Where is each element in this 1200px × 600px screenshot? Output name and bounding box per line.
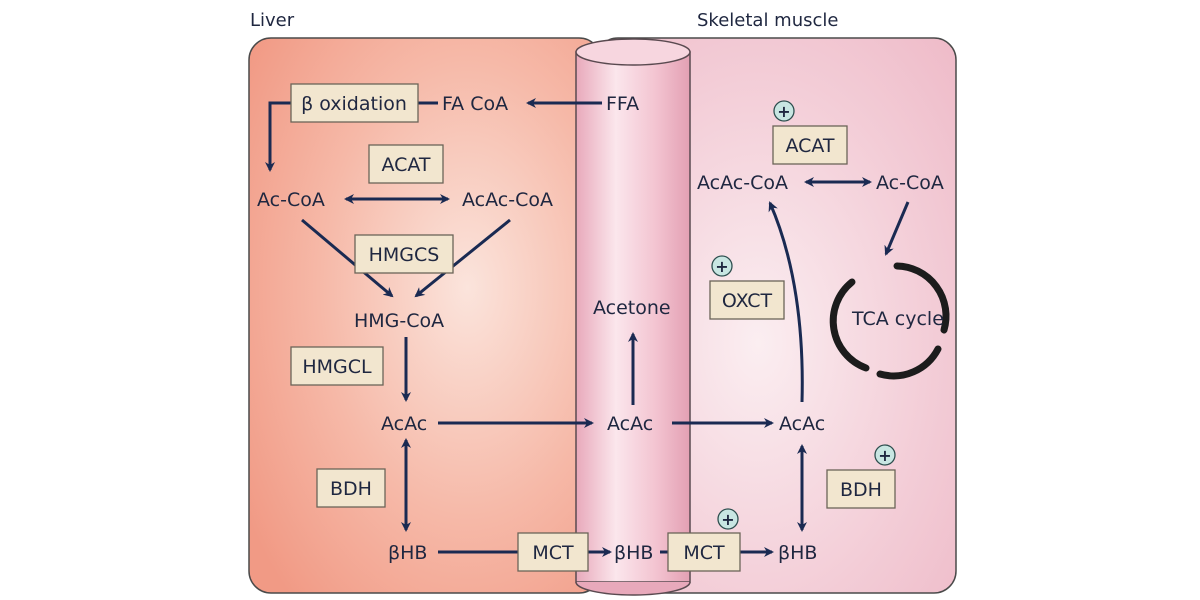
svg-text:+: + [715, 257, 728, 276]
svg-text:+: + [777, 102, 790, 121]
acac-muscle-label: AcAc [779, 413, 825, 435]
svg-text:HMGCL: HMGCL [302, 356, 372, 378]
enzyme-beta-oxidation: β oxidation [290, 83, 419, 123]
fa-coa-label: FA CoA [442, 93, 508, 115]
svg-text:+: + [878, 446, 891, 465]
plus-icon-mct-muscle: + [717, 508, 739, 530]
ac-coa-liver-label: Ac-CoA [257, 189, 325, 211]
hmg-coa-label: HMG-CoA [354, 310, 444, 332]
enzyme-mct-muscle: MCT [667, 532, 741, 572]
blood-vessel [575, 38, 691, 596]
svg-text:+: + [721, 510, 734, 529]
plus-icon-bdh-muscle: + [874, 444, 896, 466]
arrow-acaccoa-to-hmgcoa [414, 218, 511, 298]
arrow-accoa-to-hmgcoa [301, 218, 394, 298]
enzyme-hmgcl: HMGCL [290, 346, 384, 386]
enzyme-bdh-muscle: BDH [826, 469, 896, 509]
ffa-label: FFA [606, 93, 639, 115]
svg-text:β oxidation: β oxidation [301, 93, 407, 115]
arrow-betaox-to-accoa [265, 101, 291, 172]
svg-text:BDH: BDH [840, 479, 882, 501]
acac-blood-label: AcAc [607, 413, 653, 435]
enzyme-hmgcs: HMGCS [354, 234, 454, 274]
svg-text:OXCT: OXCT [722, 290, 773, 312]
liver-label: Liver [250, 10, 295, 31]
svg-text:MCT: MCT [532, 542, 574, 564]
skeletal-muscle-label: Skeletal muscle [697, 10, 838, 31]
enzyme-bdh-liver: BDH [316, 468, 386, 508]
arrow-accoa-to-tca [884, 201, 910, 256]
enzyme-acat-liver: ACAT [368, 144, 444, 184]
plus-icon-acat-muscle: + [773, 100, 795, 122]
svg-text:ACAT: ACAT [381, 154, 430, 176]
svg-text:BDH: BDH [330, 478, 372, 500]
enzyme-oxct: OXCT [709, 280, 785, 320]
enzyme-mct-liver: MCT [517, 532, 589, 572]
bhb-muscle-label: βHB [778, 542, 817, 564]
acac-liver-label: AcAc [381, 413, 427, 435]
acac-coa-muscle-label: AcAc-CoA [697, 172, 788, 194]
svg-text:MCT: MCT [683, 542, 725, 564]
enzyme-acat-muscle: ACAT [772, 125, 848, 165]
tca-cycle-ring [829, 262, 950, 380]
plus-icon-oxct: + [711, 255, 733, 277]
acetone-label: Acetone [593, 297, 671, 319]
bhb-liver-label: βHB [388, 542, 427, 564]
svg-text:HMGCS: HMGCS [369, 244, 440, 266]
acac-coa-liver-label: AcAc-CoA [462, 189, 553, 211]
tca-cycle-label: TCA cycle [851, 308, 944, 330]
ac-coa-muscle-label: Ac-CoA [876, 172, 944, 194]
svg-text:ACAT: ACAT [785, 135, 834, 157]
bhb-blood-label: βHB [614, 542, 653, 564]
arrow-acac-to-acaccoa-muscle [768, 201, 804, 403]
